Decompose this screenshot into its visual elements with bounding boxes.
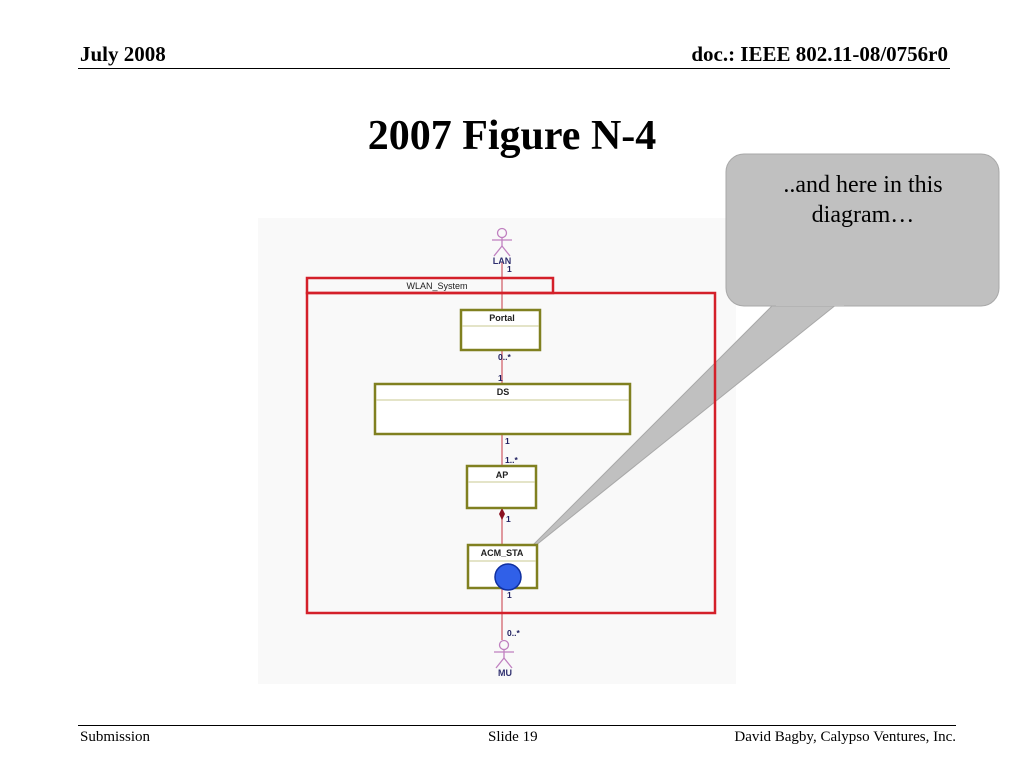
callout-bubble — [725, 153, 1000, 307]
mult-sta-mu-top: 1 — [507, 590, 512, 600]
class-ds-label: DS — [497, 387, 510, 397]
system-label: WLAN_System — [406, 281, 467, 291]
wlan-system-boundary: WLAN_System — [305, 276, 717, 615]
header-doc-id: doc.: IEEE 802.11-08/0756r0 — [691, 42, 948, 66]
mult-ds-ap-bottom: 1..* — [505, 455, 518, 465]
highlight-marker — [494, 563, 522, 591]
actor-mu — [494, 639, 514, 669]
actor-lan — [492, 227, 512, 257]
actor-mu-label: MU — [498, 668, 512, 678]
class-ap-label: AP — [496, 470, 509, 480]
class-ap: AP — [465, 464, 538, 510]
footer-author: David Bagby, Calypso Ventures, Inc. — [734, 729, 956, 745]
diagram-background — [258, 218, 736, 684]
mult-ds-ap-top: 1 — [505, 436, 510, 446]
mult-portal-ds-top: 0..* — [498, 352, 511, 362]
callout-text: ..and here in this diagram… — [783, 172, 943, 228]
header-date: July 2008 — [80, 42, 166, 66]
class-acm-sta-label: ACM_STA — [481, 548, 524, 558]
class-portal-label: Portal — [489, 313, 515, 323]
actor-lan-label: LAN — [493, 256, 512, 266]
composition-diamond — [499, 508, 505, 520]
header-rule — [78, 68, 950, 69]
class-portal: Portal — [459, 308, 542, 352]
footer-slide-number: Slide 19 — [488, 729, 538, 745]
slide-title: 2007 Figure N-4 — [367, 113, 657, 159]
mult-ap-sta: 1 — [506, 514, 511, 524]
class-ds: DS — [373, 382, 632, 436]
mult-lan-portal: 1 — [507, 264, 512, 274]
mult-portal-ds-bottom: 1 — [498, 373, 503, 383]
mult-sta-mu-bottom: 0..* — [507, 628, 520, 638]
footer-submission: Submission — [80, 729, 151, 745]
callout-joint — [776, 294, 844, 306]
footer-rule — [78, 725, 956, 726]
system-body — [305, 291, 717, 615]
callout — [519, 153, 1000, 559]
